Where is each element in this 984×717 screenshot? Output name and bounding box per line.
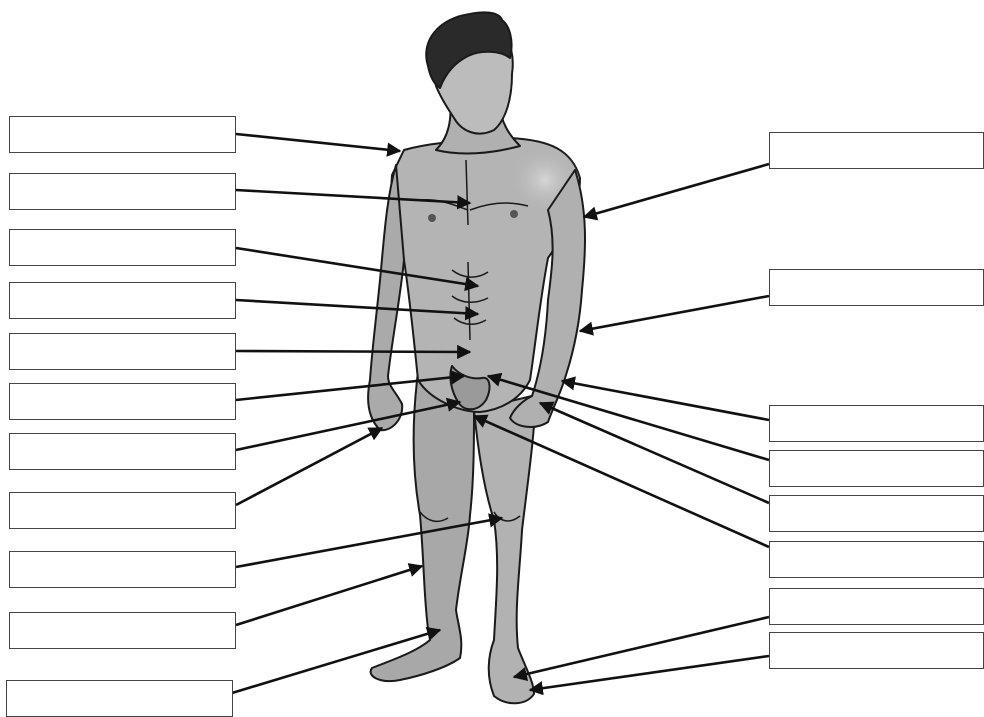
label-box-right-1[interactable] — [769, 132, 984, 169]
arrow-right-8 — [530, 656, 769, 690]
label-box-left-1[interactable] — [9, 116, 236, 153]
label-box-right-2[interactable] — [769, 269, 984, 306]
label-box-left-3[interactable] — [9, 229, 236, 266]
left-arm — [368, 165, 404, 430]
male-figure — [368, 12, 585, 703]
label-box-left-7[interactable] — [9, 433, 236, 470]
arrow-right-7 — [514, 617, 769, 677]
label-box-right-7[interactable] — [769, 588, 984, 625]
right-leg — [474, 395, 536, 703]
label-box-left-5[interactable] — [9, 333, 236, 370]
arrow-right-2 — [580, 296, 769, 331]
arrow-left-1 — [236, 134, 400, 151]
arrow-right-5 — [540, 403, 769, 503]
label-box-left-4[interactable] — [9, 282, 236, 319]
label-box-left-11[interactable] — [6, 680, 233, 717]
label-box-left-6[interactable] — [9, 383, 236, 420]
arrow-right-1 — [584, 164, 769, 217]
label-box-left-2[interactable] — [9, 173, 236, 210]
label-box-left-10[interactable] — [9, 612, 236, 649]
label-box-left-8[interactable] — [9, 492, 236, 529]
label-box-right-3[interactable] — [769, 405, 984, 442]
label-box-right-8[interactable] — [769, 632, 984, 669]
arrow-left-5 — [236, 351, 470, 352]
label-box-right-4[interactable] — [769, 450, 984, 487]
label-box-right-5[interactable] — [769, 495, 984, 532]
arrow-left-10 — [236, 566, 422, 625]
arrow-right-3 — [562, 381, 769, 420]
label-box-right-6[interactable] — [769, 541, 984, 578]
label-box-left-9[interactable] — [9, 551, 236, 588]
arrow-left-8 — [236, 428, 382, 505]
